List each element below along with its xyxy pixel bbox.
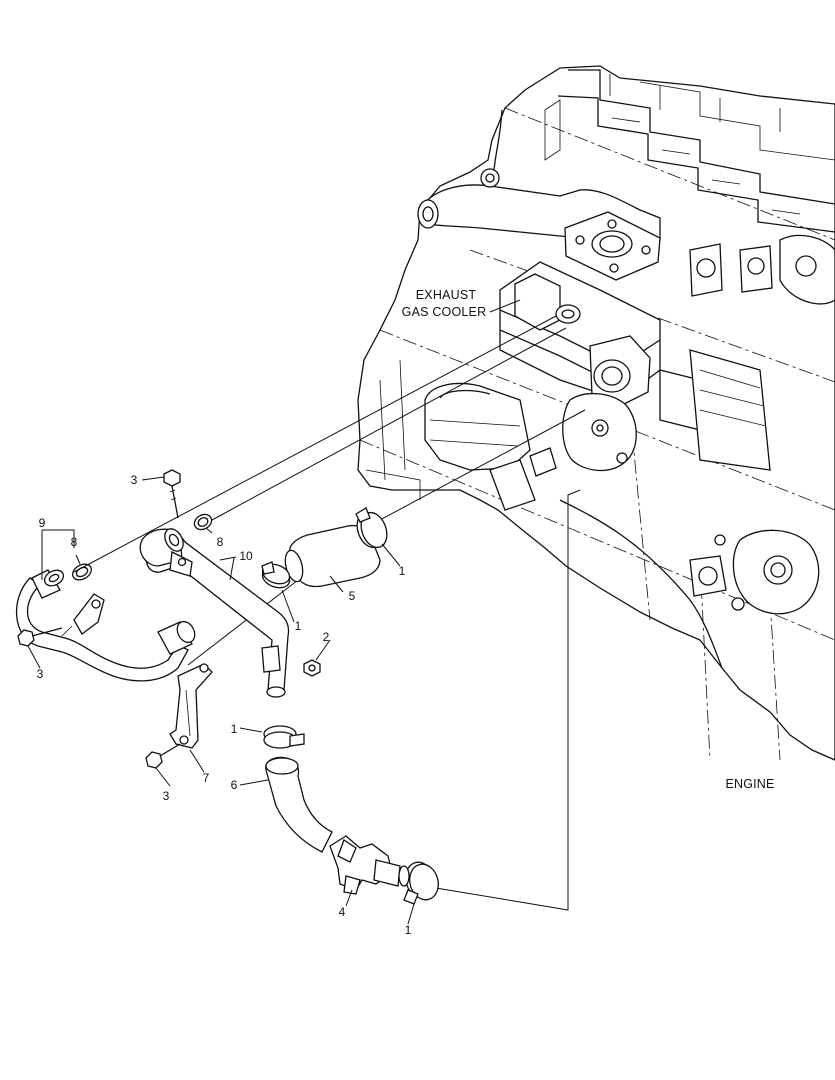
- callout-8-left: 8: [71, 535, 78, 549]
- bolt-3-bottom: [145, 743, 181, 769]
- callout-8-right: 8: [217, 535, 224, 549]
- engine-assembly: [357, 65, 835, 761]
- exhaust-gas-cooler-caption-line1: EXHAUST: [416, 288, 477, 302]
- hose-5: [284, 524, 381, 588]
- callout-1-upper: 1: [399, 564, 406, 578]
- callout-3-bottom: 3: [163, 789, 170, 803]
- callout-10: 10: [239, 549, 253, 563]
- callout-3-top: 3: [131, 473, 138, 487]
- coolant-pipe-9: [16, 569, 196, 682]
- callout-2: 2: [323, 630, 330, 644]
- hose-clamp-1-upper: [355, 507, 388, 549]
- callout-4: 4: [339, 905, 346, 919]
- labels: EXHAUST GAS COOLER ENGINE 3 9 8 8 10 1 5…: [37, 288, 775, 937]
- exhaust-gas-cooler-caption-line2: GAS COOLER: [402, 305, 487, 319]
- callout-1-mid: 1: [295, 619, 302, 633]
- callout-5: 5: [349, 589, 356, 603]
- hose-clamp-1-mid: [261, 561, 291, 589]
- callout-6: 6: [231, 778, 238, 792]
- bolt-3-left: [17, 627, 63, 647]
- callout-9: 9: [39, 516, 46, 530]
- o-ring-8: [72, 513, 213, 581]
- engine-caption: ENGINE: [725, 777, 774, 791]
- nut-2: [303, 659, 321, 677]
- hose-6: [265, 756, 333, 853]
- bracket-7: [169, 663, 213, 749]
- callout-1-bottom: 1: [405, 923, 412, 937]
- callout-leaders: [27, 476, 415, 925]
- connection-lines: [73, 299, 586, 911]
- callout-1-lower: 1: [231, 722, 238, 736]
- hose-clamp-1-lower: [263, 725, 305, 749]
- elbow-fitting-4: [329, 835, 410, 895]
- hose-clamp-1-bottom: [403, 861, 439, 905]
- callout-7: 7: [203, 771, 210, 785]
- bolt-3-top: [163, 469, 181, 519]
- callout-3-left: 3: [37, 667, 44, 681]
- coolant-pipe-10: [139, 528, 290, 698]
